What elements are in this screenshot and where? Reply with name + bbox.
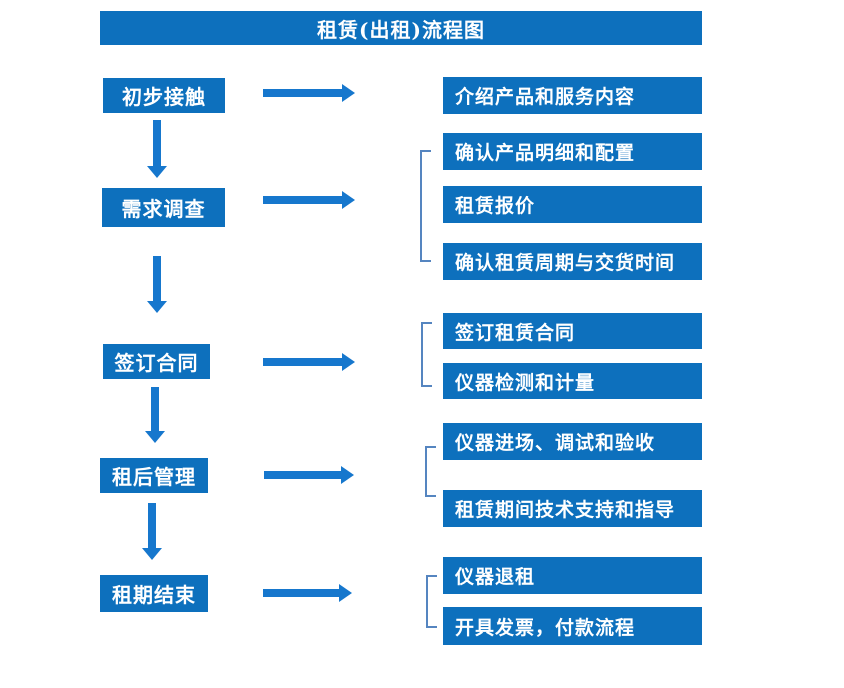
down-arrow-icon [145, 387, 165, 443]
detail-box-instrument-return: 仪器退租 [443, 557, 702, 594]
arrow-shaft [263, 589, 340, 597]
right-arrow-icon [263, 190, 355, 210]
arrow-shaft [263, 196, 343, 204]
group-bracket [426, 575, 437, 628]
step-box-post-rental-management: 租后管理 [100, 458, 208, 493]
step-box-sign-contract: 签订合同 [103, 344, 210, 379]
down-arrow-icon [147, 256, 167, 313]
arrow-head [142, 548, 162, 560]
arrow-shaft [264, 471, 342, 479]
arrow-head [342, 84, 355, 102]
down-arrow-icon [147, 120, 167, 178]
arrow-shaft [153, 120, 161, 167]
arrow-head [342, 191, 355, 209]
arrow-head [145, 431, 165, 443]
arrow-shaft [153, 256, 161, 302]
detail-box-introduce-products-services: 介绍产品和服务内容 [443, 77, 702, 114]
down-arrow-icon [142, 503, 162, 560]
arrow-head [342, 353, 355, 371]
step-box-rental-end: 租期结束 [100, 575, 208, 612]
arrow-shaft [151, 387, 159, 432]
arrow-shaft [263, 89, 343, 97]
group-bracket [425, 446, 436, 497]
detail-box-instrument-testing-measurement: 仪器检测和计量 [443, 363, 702, 399]
detail-box-sign-rental-contract: 签订租赁合同 [443, 313, 702, 349]
right-arrow-icon [263, 83, 355, 103]
detail-box-confirm-rental-period-delivery: 确认租赁周期与交货时间 [443, 243, 702, 280]
detail-box-rental-quotation: 租赁报价 [443, 186, 702, 223]
right-arrow-icon [264, 465, 354, 485]
right-arrow-icon [263, 583, 352, 603]
flowchart-title: 租赁(出租)流程图 [100, 11, 702, 45]
detail-box-confirm-product-details: 确认产品明细和配置 [443, 133, 702, 170]
arrow-head [341, 466, 354, 484]
arrow-head [339, 584, 352, 602]
arrow-head [147, 301, 167, 313]
arrow-shaft [148, 503, 156, 549]
detail-box-invoice-payment: 开具发票，付款流程 [443, 607, 702, 645]
arrow-shaft [263, 358, 343, 366]
step-box-initial-contact: 初步接触 [103, 78, 225, 113]
step-box-demand-survey: 需求调查 [102, 188, 225, 227]
group-bracket [421, 322, 432, 387]
right-arrow-icon [263, 352, 355, 372]
detail-box-instrument-entry-acceptance: 仪器进场、调试和验收 [443, 423, 702, 460]
arrow-head [147, 166, 167, 178]
detail-box-rental-technical-support: 租赁期间技术支持和指导 [443, 490, 702, 527]
flowchart-title-text: 租赁(出租)流程图 [317, 17, 485, 42]
group-bracket [420, 150, 431, 262]
